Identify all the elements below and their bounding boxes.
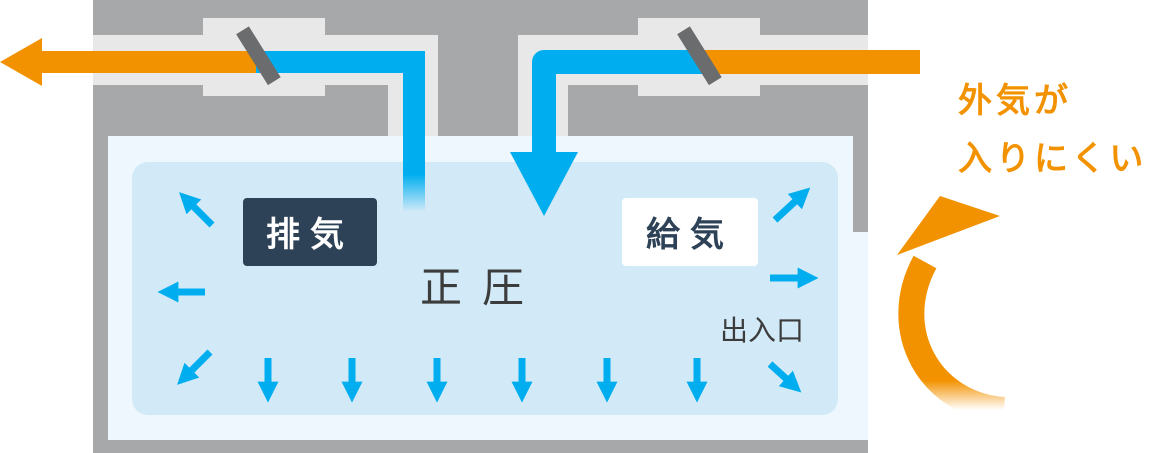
exhaust-arrowhead	[0, 38, 42, 86]
supply-label: 給気	[646, 215, 734, 255]
arrow-up-left	[179, 192, 215, 228]
exhaust-flow	[0, 38, 425, 212]
positive-pressure-label: 正圧	[420, 263, 544, 312]
doorway-opening	[853, 232, 868, 440]
supply-duct-flow	[532, 50, 704, 158]
outside-air-curve	[898, 255, 1006, 423]
exhaust-duct-flow-top	[256, 51, 425, 150]
arrow-down-right	[767, 361, 802, 393]
arrow-down-left	[177, 349, 213, 385]
outside-air-curve-arrowhead	[897, 196, 1000, 255]
exhaust-label: 排気	[266, 215, 354, 255]
outside-air-label-line1: 外気が	[958, 81, 1072, 121]
outside-air-label-line2: 入りにくい	[958, 139, 1147, 179]
supply-arrowhead	[510, 152, 578, 216]
pressure-arrows	[157, 187, 819, 403]
exhaust-damper	[236, 26, 281, 86]
supply-flow	[510, 50, 920, 216]
exhaust-label-box	[243, 198, 377, 266]
arrow-up-right	[772, 187, 811, 223]
doorway-label: 出入口	[720, 314, 804, 347]
supply-damper	[677, 26, 722, 86]
supply-label-box	[622, 198, 758, 266]
